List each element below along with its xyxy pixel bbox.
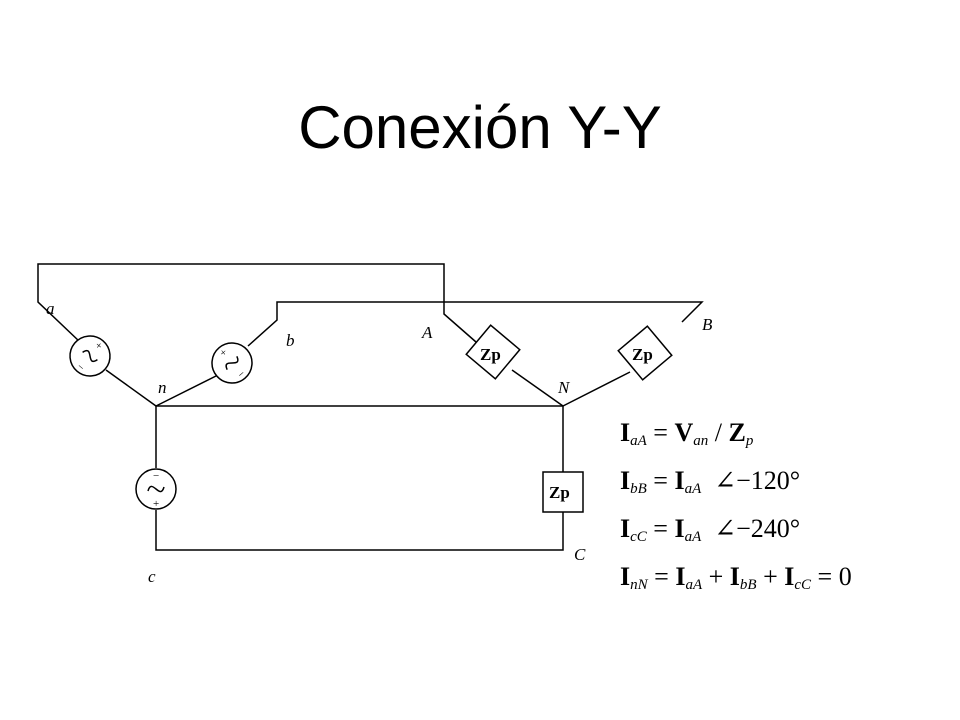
eq4-term-b-sub: bB bbox=[739, 577, 757, 593]
angle-icon: ∠ bbox=[714, 466, 737, 496]
node-label-a: a bbox=[46, 299, 55, 318]
source-a: + − bbox=[69, 335, 111, 377]
eq4-lhs: I bbox=[620, 562, 631, 591]
wire-source-b-to-n bbox=[155, 374, 219, 407]
eq1-lhs-sub: aA bbox=[630, 433, 647, 449]
impedance-c bbox=[542, 471, 584, 513]
node-label-n: n bbox=[158, 378, 167, 397]
angle-icon: ∠ bbox=[714, 514, 737, 544]
node-label-c: c bbox=[148, 567, 156, 586]
eq1-lhs: I bbox=[620, 418, 631, 447]
eq1-slash: / bbox=[708, 418, 729, 447]
wire-zp-b-to-N bbox=[562, 371, 631, 407]
eq4-plus-2: + bbox=[756, 562, 785, 591]
eq4-equals-2: = bbox=[811, 562, 839, 591]
wire-a-to-A bbox=[37, 263, 477, 343]
impedance-a bbox=[465, 324, 521, 380]
eq4-plus-1: + bbox=[702, 562, 730, 591]
impedance-a-label: Zp bbox=[480, 345, 501, 364]
node-label-b: b bbox=[286, 331, 295, 350]
node-label-A: A bbox=[421, 323, 433, 342]
equation-iaA: IaA = Van / Zp bbox=[620, 418, 753, 456]
equation-inN: InN = IaA + IbB + IcC = 0 bbox=[620, 562, 852, 600]
eq4-term-c-sub: cC bbox=[794, 577, 812, 593]
eq1-v: V bbox=[674, 418, 694, 447]
eq3-lhs-sub: cC bbox=[630, 529, 647, 545]
eq3-angle-value: −240° bbox=[736, 514, 801, 543]
node-label-C: C bbox=[574, 545, 586, 564]
eq2-lhs-sub: bB bbox=[630, 481, 647, 497]
eq1-v-sub: an bbox=[693, 433, 709, 449]
eq3-rhs-sub: aA bbox=[684, 529, 702, 545]
slide-title: Conexión Y-Y bbox=[298, 94, 662, 161]
eq1-equals: = bbox=[646, 418, 675, 447]
eq4-term-b: I bbox=[729, 562, 740, 591]
wire-b-to-B bbox=[247, 301, 704, 347]
eq2-rhs-sub: aA bbox=[684, 481, 702, 497]
eq2-rhs: I bbox=[674, 466, 685, 495]
eq2-lhs: I bbox=[620, 466, 631, 495]
eq4-equals: = bbox=[647, 562, 676, 591]
eq1-z-sub: p bbox=[745, 433, 754, 449]
eq2-angle-value: −120° bbox=[736, 466, 801, 495]
impedance-b bbox=[617, 325, 673, 381]
eq3-equals: = bbox=[646, 514, 675, 543]
eq3-rhs: I bbox=[674, 514, 685, 543]
node-label-B: B bbox=[702, 315, 713, 334]
wire-source-c-to-C bbox=[155, 510, 564, 551]
source-b: + − bbox=[211, 342, 253, 384]
eq1-z: Z bbox=[728, 418, 746, 447]
eq4-term-c: I bbox=[784, 562, 795, 591]
eq4-lhs-sub: nN bbox=[630, 577, 648, 593]
eq3-lhs: I bbox=[620, 514, 631, 543]
source-c-minus: − bbox=[153, 470, 159, 482]
eq2-equals: = bbox=[646, 466, 675, 495]
eq4-zero: 0 bbox=[838, 562, 852, 591]
equation-icC: IcC = IaA ∠−240° bbox=[620, 514, 800, 552]
equation-ibB: IbB = IaA ∠−120° bbox=[620, 466, 800, 504]
wire-zp-a-to-N bbox=[511, 369, 564, 407]
source-c-plus: + bbox=[153, 498, 159, 510]
eq4-term-a-sub: aA bbox=[685, 577, 703, 593]
eq4-term-a: I bbox=[675, 562, 686, 591]
wire-source-a-to-n bbox=[105, 369, 157, 407]
source-c: − + bbox=[135, 468, 177, 510]
impedance-b-label: Zp bbox=[632, 345, 653, 364]
wires bbox=[37, 263, 704, 551]
node-label-N: N bbox=[557, 378, 571, 397]
impedance-c-label: Zp bbox=[549, 483, 570, 502]
